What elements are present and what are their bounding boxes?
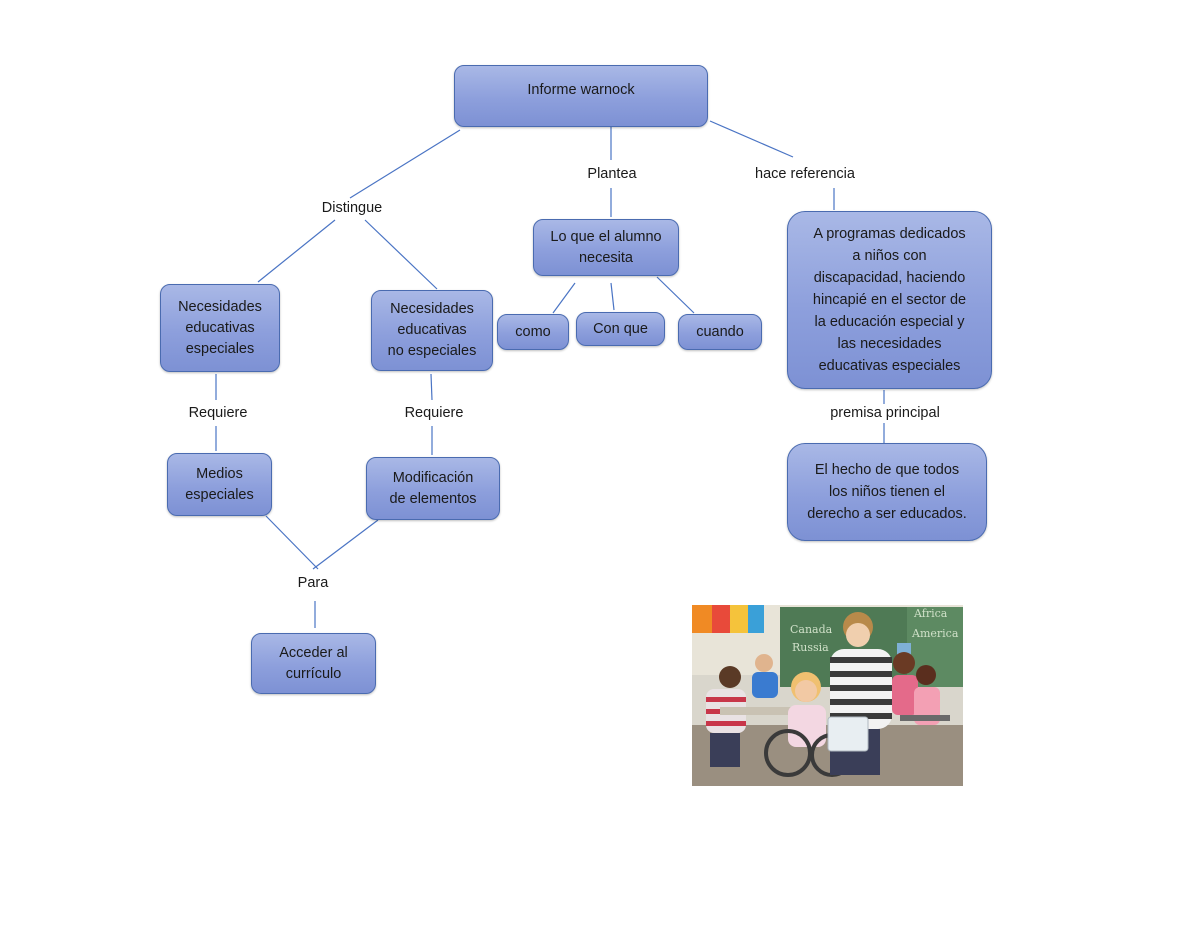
svg-text:Canada: Canada <box>790 623 833 636</box>
connector-distingue-nee <box>257 219 336 283</box>
label-requiere-1: Requiere <box>180 404 256 422</box>
connector-nene-requiere <box>430 373 433 401</box>
classroom-photo-illustration: Canada Russia Africa America <box>692 605 963 786</box>
node-modificacion-text: Modificación de elementos <box>389 469 477 507</box>
svg-text:Russia: Russia <box>792 641 829 654</box>
connector-root-distingue <box>349 129 461 199</box>
node-conque-text: Con que <box>593 320 648 337</box>
label-hace-referencia: hace referencia <box>744 165 866 183</box>
node-acceder-text: Acceder al currículo <box>279 644 348 682</box>
label-para: Para <box>290 574 336 592</box>
label-requiere-2: Requiere <box>396 404 472 422</box>
node-cuando: cuando <box>678 314 762 350</box>
svg-text:America: America <box>911 627 959 640</box>
node-alumno: Lo que el alumno necesita <box>533 219 679 276</box>
node-conque: Con que <box>576 312 665 346</box>
node-informe-warnock-text: Informe warnock <box>527 82 635 98</box>
node-medios-text: Medios especiales <box>185 465 254 503</box>
node-programas-text: A programas dedicados a niños con discap… <box>812 226 967 374</box>
node-modificacion: Modificación de elementos <box>366 457 500 520</box>
node-cuando-text: cuando <box>696 323 744 340</box>
svg-text:Africa: Africa <box>913 607 948 620</box>
node-nee-text: Necesidades educativas especiales <box>178 298 262 357</box>
node-como-text: como <box>515 323 551 340</box>
node-hecho-text: El hecho de que todos los niños tienen e… <box>807 462 967 522</box>
label-plantea: Plantea <box>576 165 648 183</box>
node-nee: Necesidades educativas especiales <box>160 284 280 372</box>
node-alumno-text: Lo que el alumno necesita <box>550 228 662 266</box>
connector-alumno-conque <box>610 282 615 311</box>
node-como: como <box>497 314 569 350</box>
label-distingue: Distingue <box>312 199 392 217</box>
node-hecho: El hecho de que todos los niños tienen e… <box>787 443 987 541</box>
connector-alumno-como <box>552 282 576 314</box>
connector-distingue-nene <box>364 219 438 290</box>
classroom-photo: Canada Russia Africa America <box>692 605 963 786</box>
node-acceder: Acceder al currículo <box>251 633 376 694</box>
connector-modificacion-para <box>312 519 379 570</box>
label-premisa-principal: premisa principal <box>818 404 952 422</box>
node-programas: A programas dedicados a niños con discap… <box>787 211 992 389</box>
node-nene-text: Necesidades educativas no especiales <box>387 301 477 359</box>
connector-medios-para <box>265 515 319 570</box>
connector-alumno-cuando <box>656 276 695 314</box>
connector-root-referencia <box>709 120 794 158</box>
node-medios: Medios especiales <box>167 453 272 516</box>
node-informe-warnock: Informe warnock <box>454 65 708 127</box>
node-nene: Necesidades educativas no especiales <box>371 290 493 371</box>
